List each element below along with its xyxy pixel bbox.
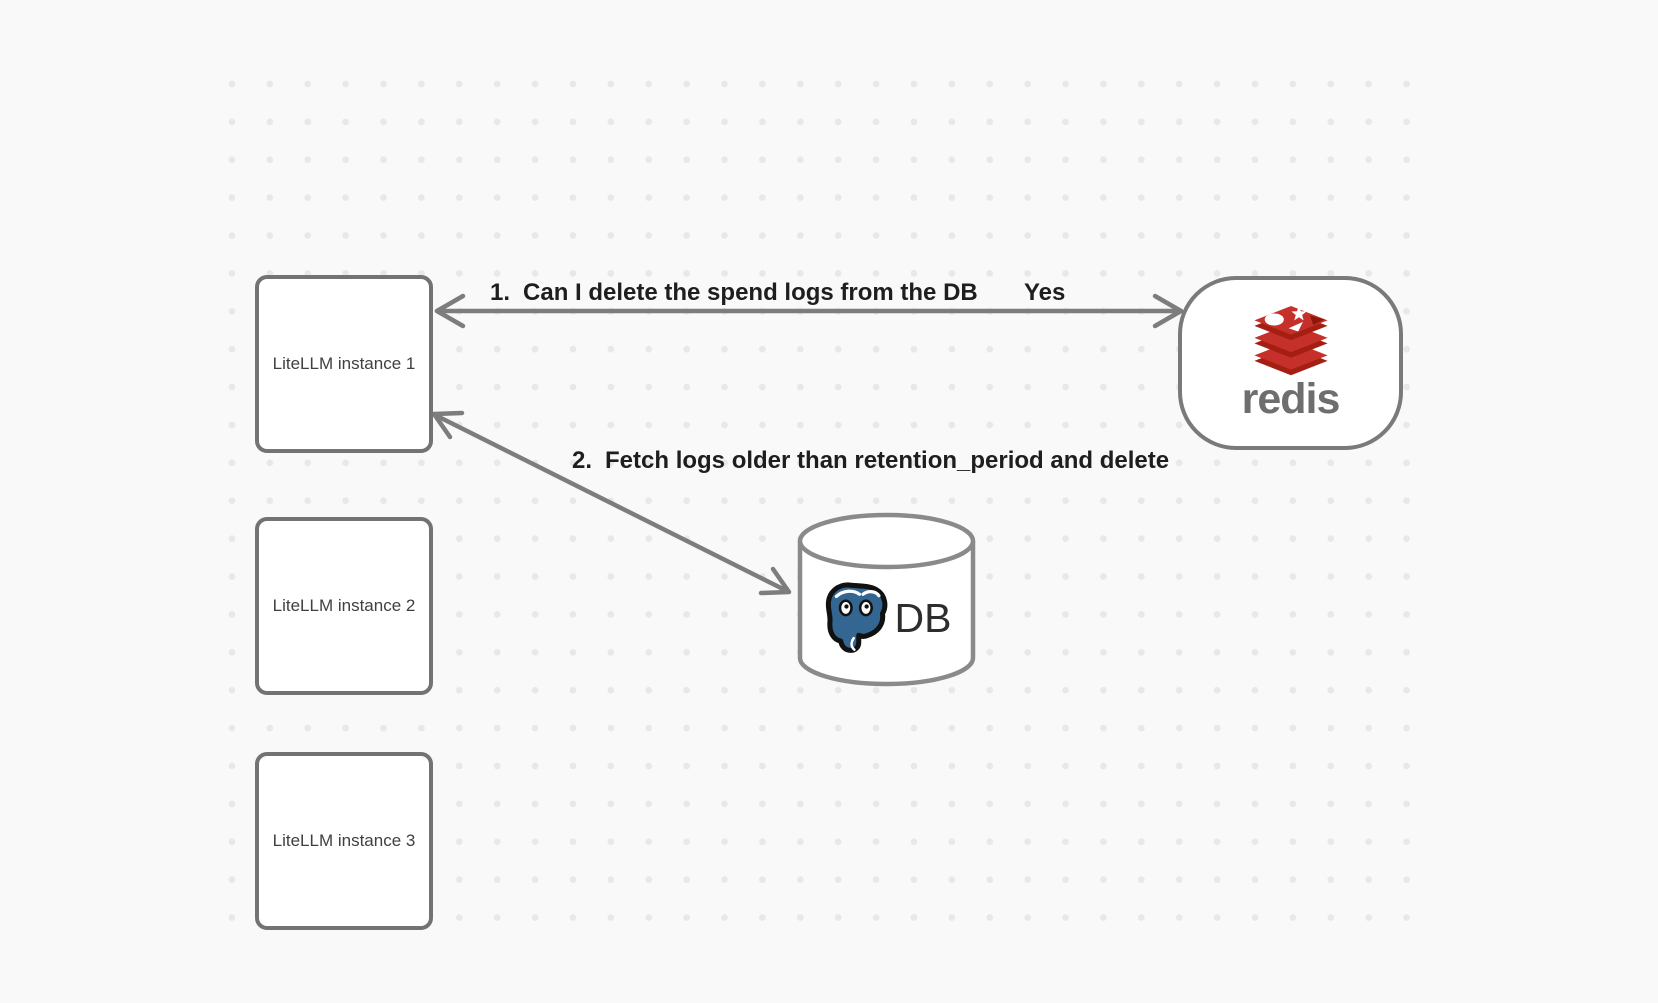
redis-logo-icon	[1253, 305, 1328, 375]
node-label: LiteLLM instance 3	[272, 831, 416, 850]
edge-1-label[interactable]: 1. Can I delete the spend logs from the D…	[490, 279, 978, 307]
node-litellm-instance-3[interactable]: LiteLLM instance 3	[255, 752, 433, 930]
edge-2-number: 2.	[572, 447, 593, 474]
node-redis[interactable]: redis	[1178, 276, 1403, 450]
node-database[interactable]: DB	[796, 511, 977, 689]
edge-1-text: Can I delete the spend logs from the DB	[523, 279, 978, 306]
redis-wordmark: redis	[1241, 374, 1341, 423]
database-label: DB	[894, 594, 952, 641]
edge-2-label[interactable]: 2. Fetch logs older than retention_period…	[572, 447, 1169, 475]
edge-1-number: 1.	[490, 279, 511, 306]
edge-1-response[interactable]: Yes	[1024, 279, 1066, 306]
edge-2-arrow[interactable]	[431, 410, 792, 596]
node-label: LiteLLM instance 2	[272, 596, 416, 615]
node-litellm-instance-2[interactable]: LiteLLM instance 2	[255, 517, 433, 695]
node-label: LiteLLM instance 1	[272, 354, 416, 373]
edge-1-arrow[interactable]	[434, 293, 1184, 329]
edge-2-text: Fetch logs older than retention_period a…	[605, 447, 1170, 474]
node-litellm-instance-1[interactable]: LiteLLM instance 1	[255, 275, 433, 453]
postgresql-elephant-icon	[825, 582, 887, 653]
